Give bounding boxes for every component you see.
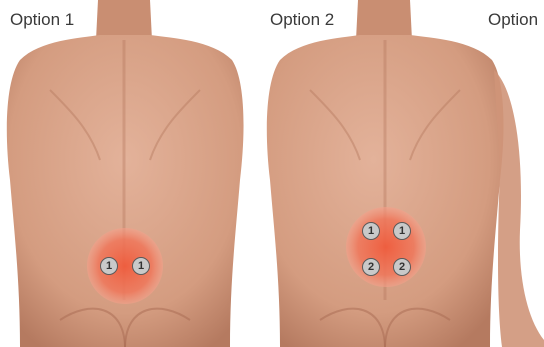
application-area [346, 207, 426, 287]
option-2-panel: Option 2 Option 1 1 2 2 [258, 0, 544, 347]
patch-marker: 1 [132, 257, 150, 275]
option-1-label: Option 1 [10, 10, 74, 30]
back-torso-illustration [0, 0, 251, 347]
back-torso-illustration [258, 0, 544, 347]
patch-marker: 2 [393, 258, 411, 276]
option-1-panel: Option 1 1 1 [0, 0, 251, 347]
panel-divider [251, 0, 258, 347]
patch-marker: 1 [100, 257, 118, 275]
application-area [87, 228, 163, 304]
arm-shape [494, 70, 544, 347]
patch-marker: 1 [362, 222, 380, 240]
option-3-label: Option [488, 10, 538, 30]
patch-marker: 1 [393, 222, 411, 240]
patch-marker: 2 [362, 258, 380, 276]
option-2-label: Option 2 [270, 10, 334, 30]
